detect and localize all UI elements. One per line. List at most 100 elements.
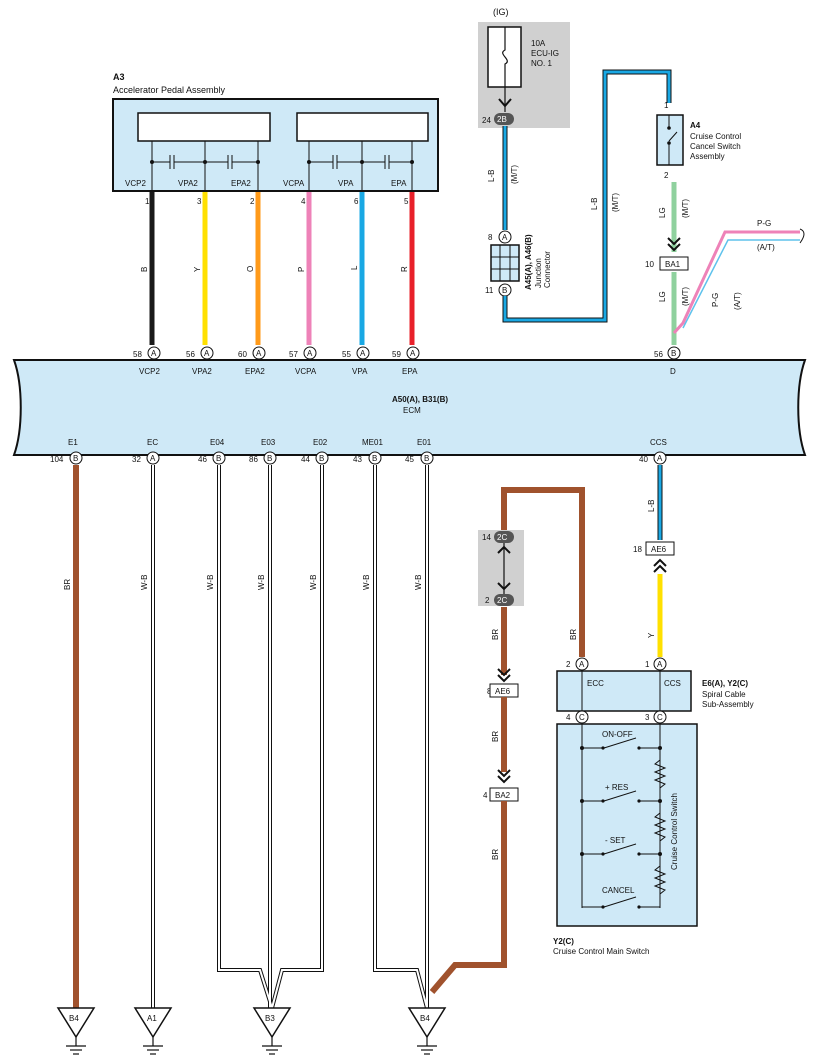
- ecm-pin-57: 57: [289, 350, 298, 359]
- spiral-pin-1: 1: [645, 660, 650, 669]
- spiral-pin-4: 4: [566, 713, 571, 722]
- ecm-pin-104: 104: [50, 455, 64, 464]
- spiral-pin-2: 2: [566, 660, 571, 669]
- a3-name: Accelerator Pedal Assembly: [113, 85, 226, 95]
- lb-wire-loop: L-B (M/T): [502, 69, 672, 323]
- lg-wire2-label: LG: [658, 291, 667, 302]
- ig-connector: 2B: [497, 115, 507, 124]
- br-wire-1: BR: [491, 629, 500, 640]
- br-conn-2c-bottom: 2C: [497, 596, 507, 605]
- ecm-label-vcpa: VCPA: [295, 367, 317, 376]
- ig-fuse-block: (IG) 10A ECU-IG NO. 1 24 2B: [478, 7, 570, 128]
- br-wire-2: BR: [491, 731, 500, 742]
- ecm-conn-57: A: [307, 349, 313, 358]
- a3-pin-6: 6: [354, 197, 359, 206]
- a3-pin-1: 1: [145, 197, 150, 206]
- gnd-wire-br: BR: [63, 579, 72, 590]
- ecm-label-epa: EPA: [402, 367, 418, 376]
- a3-term-epa2: EPA2: [231, 179, 251, 188]
- ecm-pin-58: 58: [133, 350, 142, 359]
- gnd-wire-wb-2: W-B: [206, 575, 215, 590]
- ccs-wire-label: L-B: [647, 500, 656, 512]
- lg-wire2-note: (M/T): [681, 287, 690, 306]
- ig-label: (IG): [493, 7, 509, 17]
- ecm-module: A50(A), B31(B) ECM 58 56 60 57 55 59 56 …: [12, 346, 807, 465]
- ecm-conn-43: B: [372, 454, 377, 463]
- junction-pin-top: 8: [488, 233, 493, 242]
- a4-code: A4: [690, 121, 701, 130]
- wire-label-b: B: [140, 267, 149, 272]
- gnd-wire-wb-3: W-B: [257, 575, 266, 590]
- ecm-conn-44: B: [319, 454, 324, 463]
- ecm-pin-86: 86: [249, 455, 258, 464]
- ecm-label-vcp2: VCP2: [139, 367, 160, 376]
- wire-label-y: Y: [193, 266, 202, 272]
- switch-on-off: ON-OFF: [602, 730, 633, 739]
- a3-term-vcpa: VCPA: [283, 179, 305, 188]
- a3-term-epa: EPA: [391, 179, 407, 188]
- spiral-cable: 2 A 1 A ECC CCS 4 C 3 C E6(A), Y2(C) Spi…: [556, 657, 754, 724]
- pg-wire-note-top: (A/T): [757, 243, 775, 252]
- wire-label-l: L: [350, 265, 359, 270]
- ecm-conn-86: B: [267, 454, 272, 463]
- a3-pin-3: 3: [197, 197, 202, 206]
- junction-name-1: Junction: [534, 258, 543, 288]
- ground-b3: B3: [265, 1014, 275, 1023]
- loop-wire-label: L-B: [590, 198, 599, 210]
- ecm-label-vpa: VPA: [352, 367, 368, 376]
- ecm-pin-44: 44: [301, 455, 310, 464]
- ground-wires: BR W-B W-B W-B W-B W-B W-B B4: [56, 465, 447, 1055]
- ground-b4-right: B4: [420, 1014, 430, 1023]
- a3-pin-4: 4: [301, 197, 306, 206]
- ecm-pin-55: 55: [342, 350, 351, 359]
- switch-res: + RES: [605, 783, 628, 792]
- ecm-name: ECM: [403, 406, 421, 415]
- a4-name-2: Cancel Switch: [690, 142, 741, 151]
- loop-wire-note: (M/T): [611, 193, 620, 212]
- br-pin-14: 14: [482, 533, 491, 542]
- ground-symbols: B4 A1 B3 B4: [56, 1007, 447, 1055]
- ecm-conn-104: B: [73, 454, 78, 463]
- ig-pin: 24: [482, 116, 491, 125]
- a3-pin-2: 2: [250, 197, 255, 206]
- main-switch-name: Cruise Control Main Switch: [553, 947, 649, 956]
- ground-a1: A1: [147, 1014, 157, 1023]
- a3-term-vcp2: VCP2: [125, 179, 146, 188]
- spiral-code: E6(A), Y2(C): [702, 679, 748, 688]
- junction-conn-top: A: [502, 233, 508, 242]
- switch-cancel: CANCEL: [602, 886, 635, 895]
- lg-wire-label: LG: [658, 207, 667, 218]
- junction-name-2: Connector: [543, 251, 552, 288]
- br-path: BR 14 2C 2 2C BR 8 AE6 BR 4 BA2 BR: [429, 487, 585, 994]
- ecm-pin-46: 46: [198, 455, 207, 464]
- spiral-conn-4: C: [579, 713, 585, 722]
- spiral-label-ecc: ECC: [587, 679, 604, 688]
- ecm-label-epa2: EPA2: [245, 367, 265, 376]
- ba1-pin: 10: [645, 260, 654, 269]
- ecm-code: A50(A), B31(B): [392, 395, 448, 404]
- spiral-label-ccs: CCS: [664, 679, 681, 688]
- ecm-label-d: D: [670, 367, 676, 376]
- ae6-pin: 18: [633, 545, 642, 554]
- br-pin-2: 2: [485, 596, 490, 605]
- ecm-conn-60: A: [256, 349, 262, 358]
- ecm-pin-32: 32: [132, 455, 141, 464]
- cancel-switch-assembly: 1 A4 Cruise Control Cancel Switch Assemb…: [656, 101, 741, 180]
- ecm-conn-56a: A: [204, 349, 210, 358]
- ecm-conn-45: B: [424, 454, 429, 463]
- ecm-pin-59: 59: [392, 350, 401, 359]
- spiral-conn-3: C: [657, 713, 663, 722]
- ecm-pin-45: 45: [405, 455, 414, 464]
- ig-wire-note: (M/T): [510, 165, 519, 184]
- gnd-wire-wb-4: W-B: [309, 575, 318, 590]
- br-conn-ba2: BA2: [495, 791, 511, 800]
- ecm-label-ec: EC: [147, 438, 158, 447]
- fuse-no: NO. 1: [531, 59, 552, 68]
- spiral-name-2: Sub-Assembly: [702, 700, 754, 709]
- wire-label-p: P: [297, 267, 306, 272]
- ecm-conn-56b: B: [671, 349, 676, 358]
- fuse-rating: 10A: [531, 39, 546, 48]
- ecm-conn-32: A: [150, 454, 156, 463]
- ecm-label-me01: ME01: [362, 438, 383, 447]
